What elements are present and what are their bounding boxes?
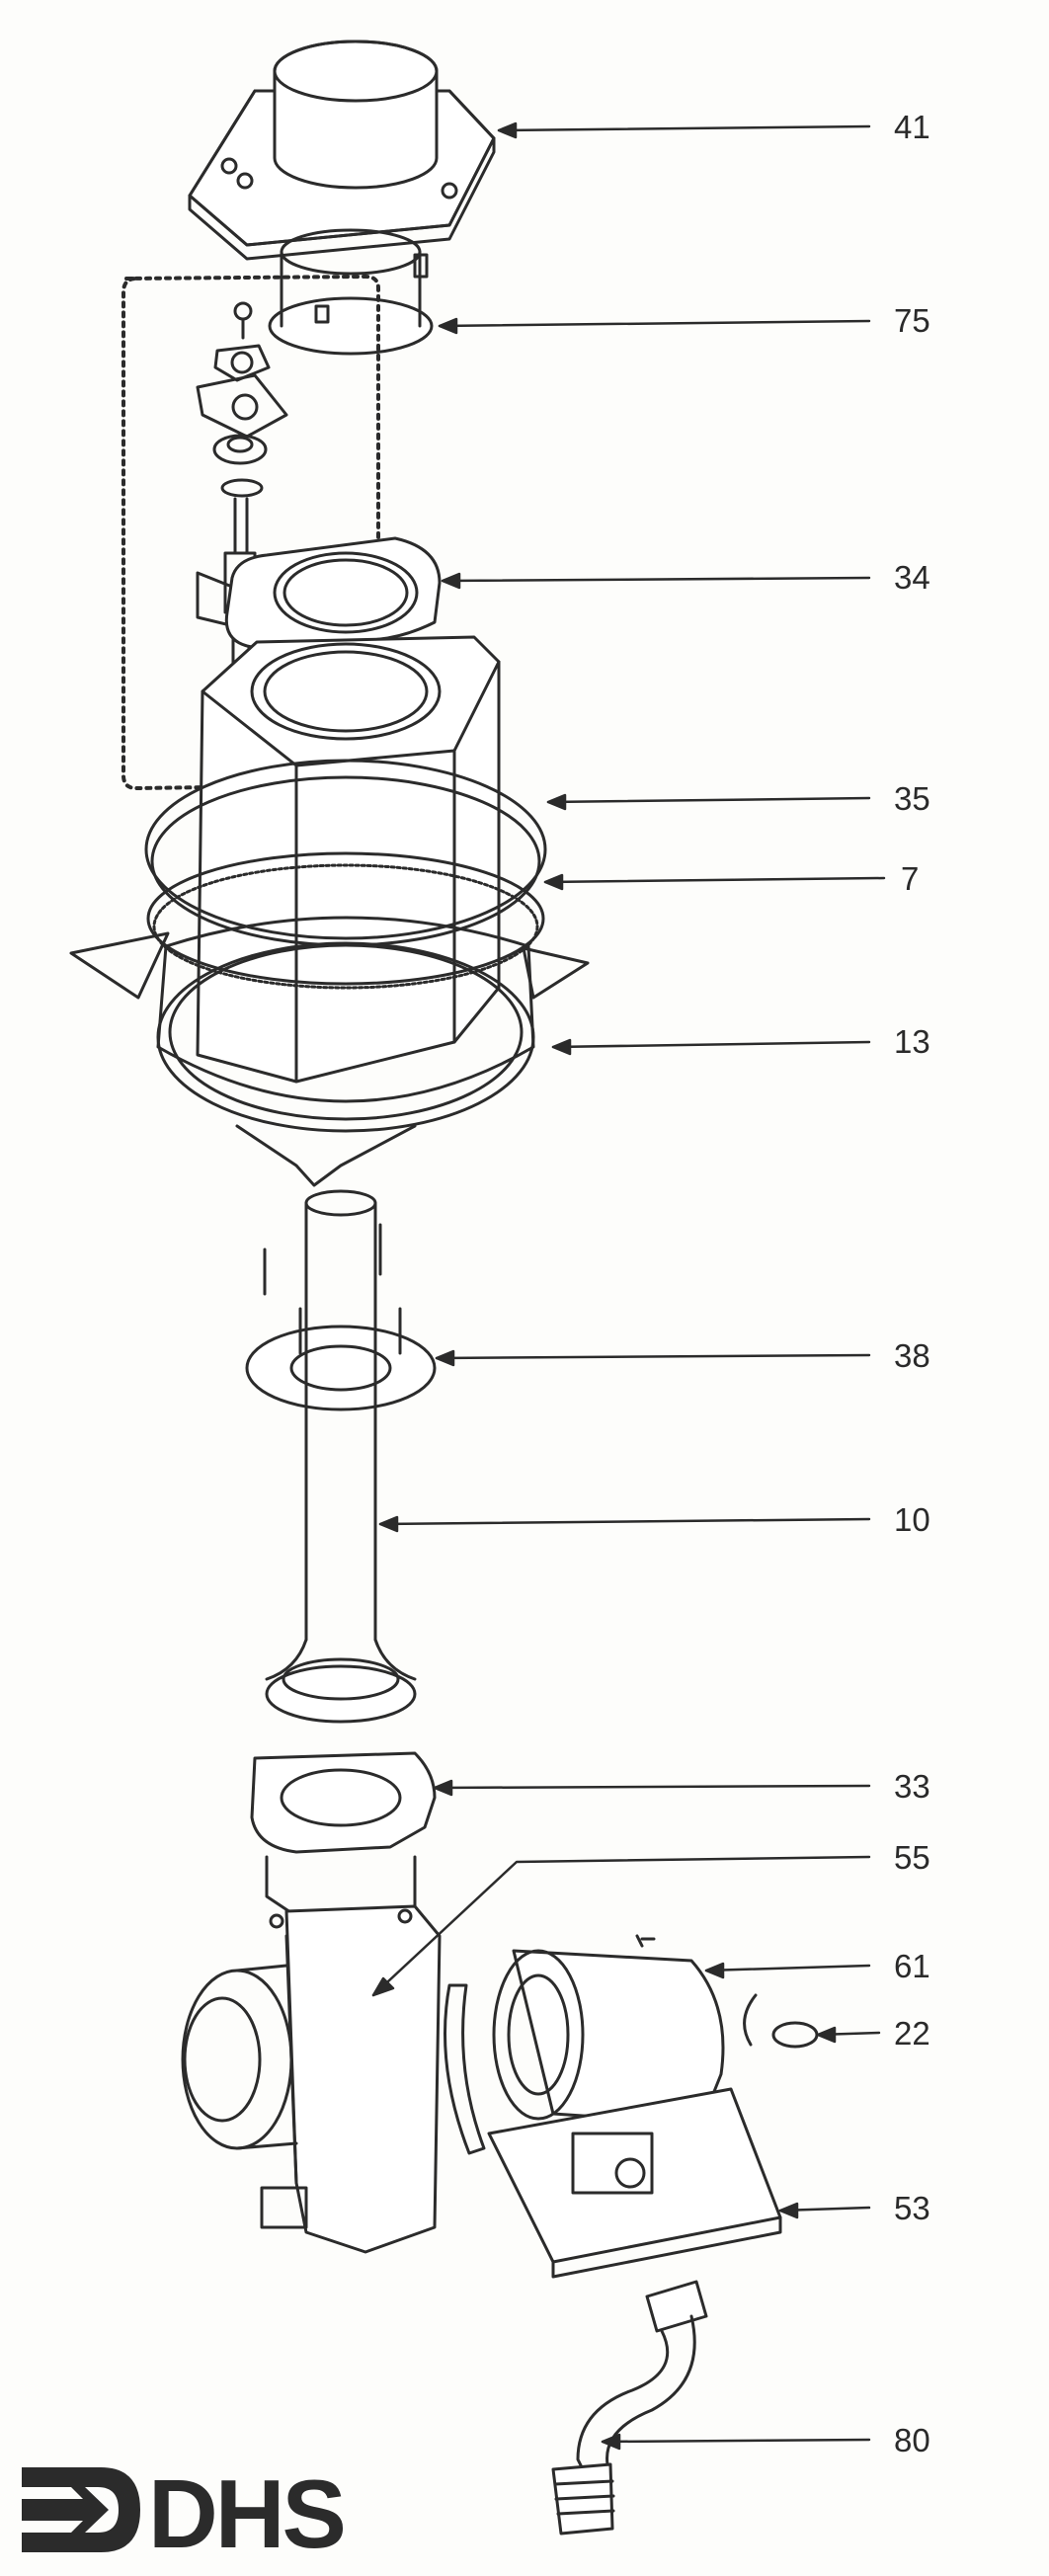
part-label-13: 13 [894,1023,930,1060]
arrowhead-38 [435,1349,455,1367]
arrowhead-22 [816,2026,837,2044]
arrowhead-10 [378,1515,399,1533]
leader-lines [371,121,886,2451]
part-61-motor [444,1934,725,2155]
part-33-gasket [250,1751,437,1918]
leader-13 [551,1040,871,1049]
leader-10 [378,1517,871,1526]
arrowhead-33 [433,1779,453,1797]
arrowhead-53 [778,2202,799,2219]
leader-34 [441,576,871,583]
part-label-7: 7 [901,860,920,897]
dhs-logo [22,2467,140,2552]
part-38-flange-plate [245,1223,437,1411]
part-34-gasket [224,536,442,649]
leader-35 [546,796,871,804]
part-label-61: 61 [894,1948,930,1984]
part-75-flange-tube [268,228,434,356]
part-55-blower [181,1904,442,2254]
leader-61 [704,1964,871,1972]
arrowhead-61 [704,1962,725,1979]
part-80-hose [551,2280,708,2536]
part-label-33: 33 [894,1768,930,1805]
part-label-10: 10 [894,1501,930,1538]
part-label-34: 34 [894,559,930,596]
part-53-base-plate [487,2087,782,2279]
part-label-80: 80 [894,2422,930,2458]
dhs-logo-text: DHS [148,2459,347,2568]
part-22-disk [743,1993,819,2049]
part-41-top-flange [188,40,496,261]
part-label-41: 41 [894,109,930,145]
part-13-base-bowl [69,916,590,1187]
part-label-55: 55 [894,1839,930,1876]
arrowhead-13 [551,1038,572,1056]
heat-exchanger-block [196,635,501,1084]
part-7-seal-ring [146,851,545,990]
part-label-75: 75 [894,302,930,339]
leader-75 [438,319,871,328]
dhs-logo-arrow-icon [22,2467,140,2552]
part-10-tube [265,1189,417,1724]
part-label-38: 38 [894,1337,930,1374]
part-label-35: 35 [894,780,930,817]
leader-80 [601,2438,871,2444]
leader-41 [497,124,871,132]
arrowhead-75 [438,317,458,335]
arrowhead-35 [546,793,567,811]
leader-38 [435,1353,871,1360]
part-label-22: 22 [894,2015,930,2052]
leader-55 [371,1855,871,1997]
arrowhead-55 [371,1976,395,1997]
arrowhead-41 [497,121,518,139]
leader-33 [433,1784,871,1790]
part-label-53: 53 [894,2190,930,2226]
leader-7 [543,876,886,884]
arrowhead-34 [441,572,461,590]
arrowhead-7 [543,873,564,891]
arrowhead-80 [601,2433,621,2451]
